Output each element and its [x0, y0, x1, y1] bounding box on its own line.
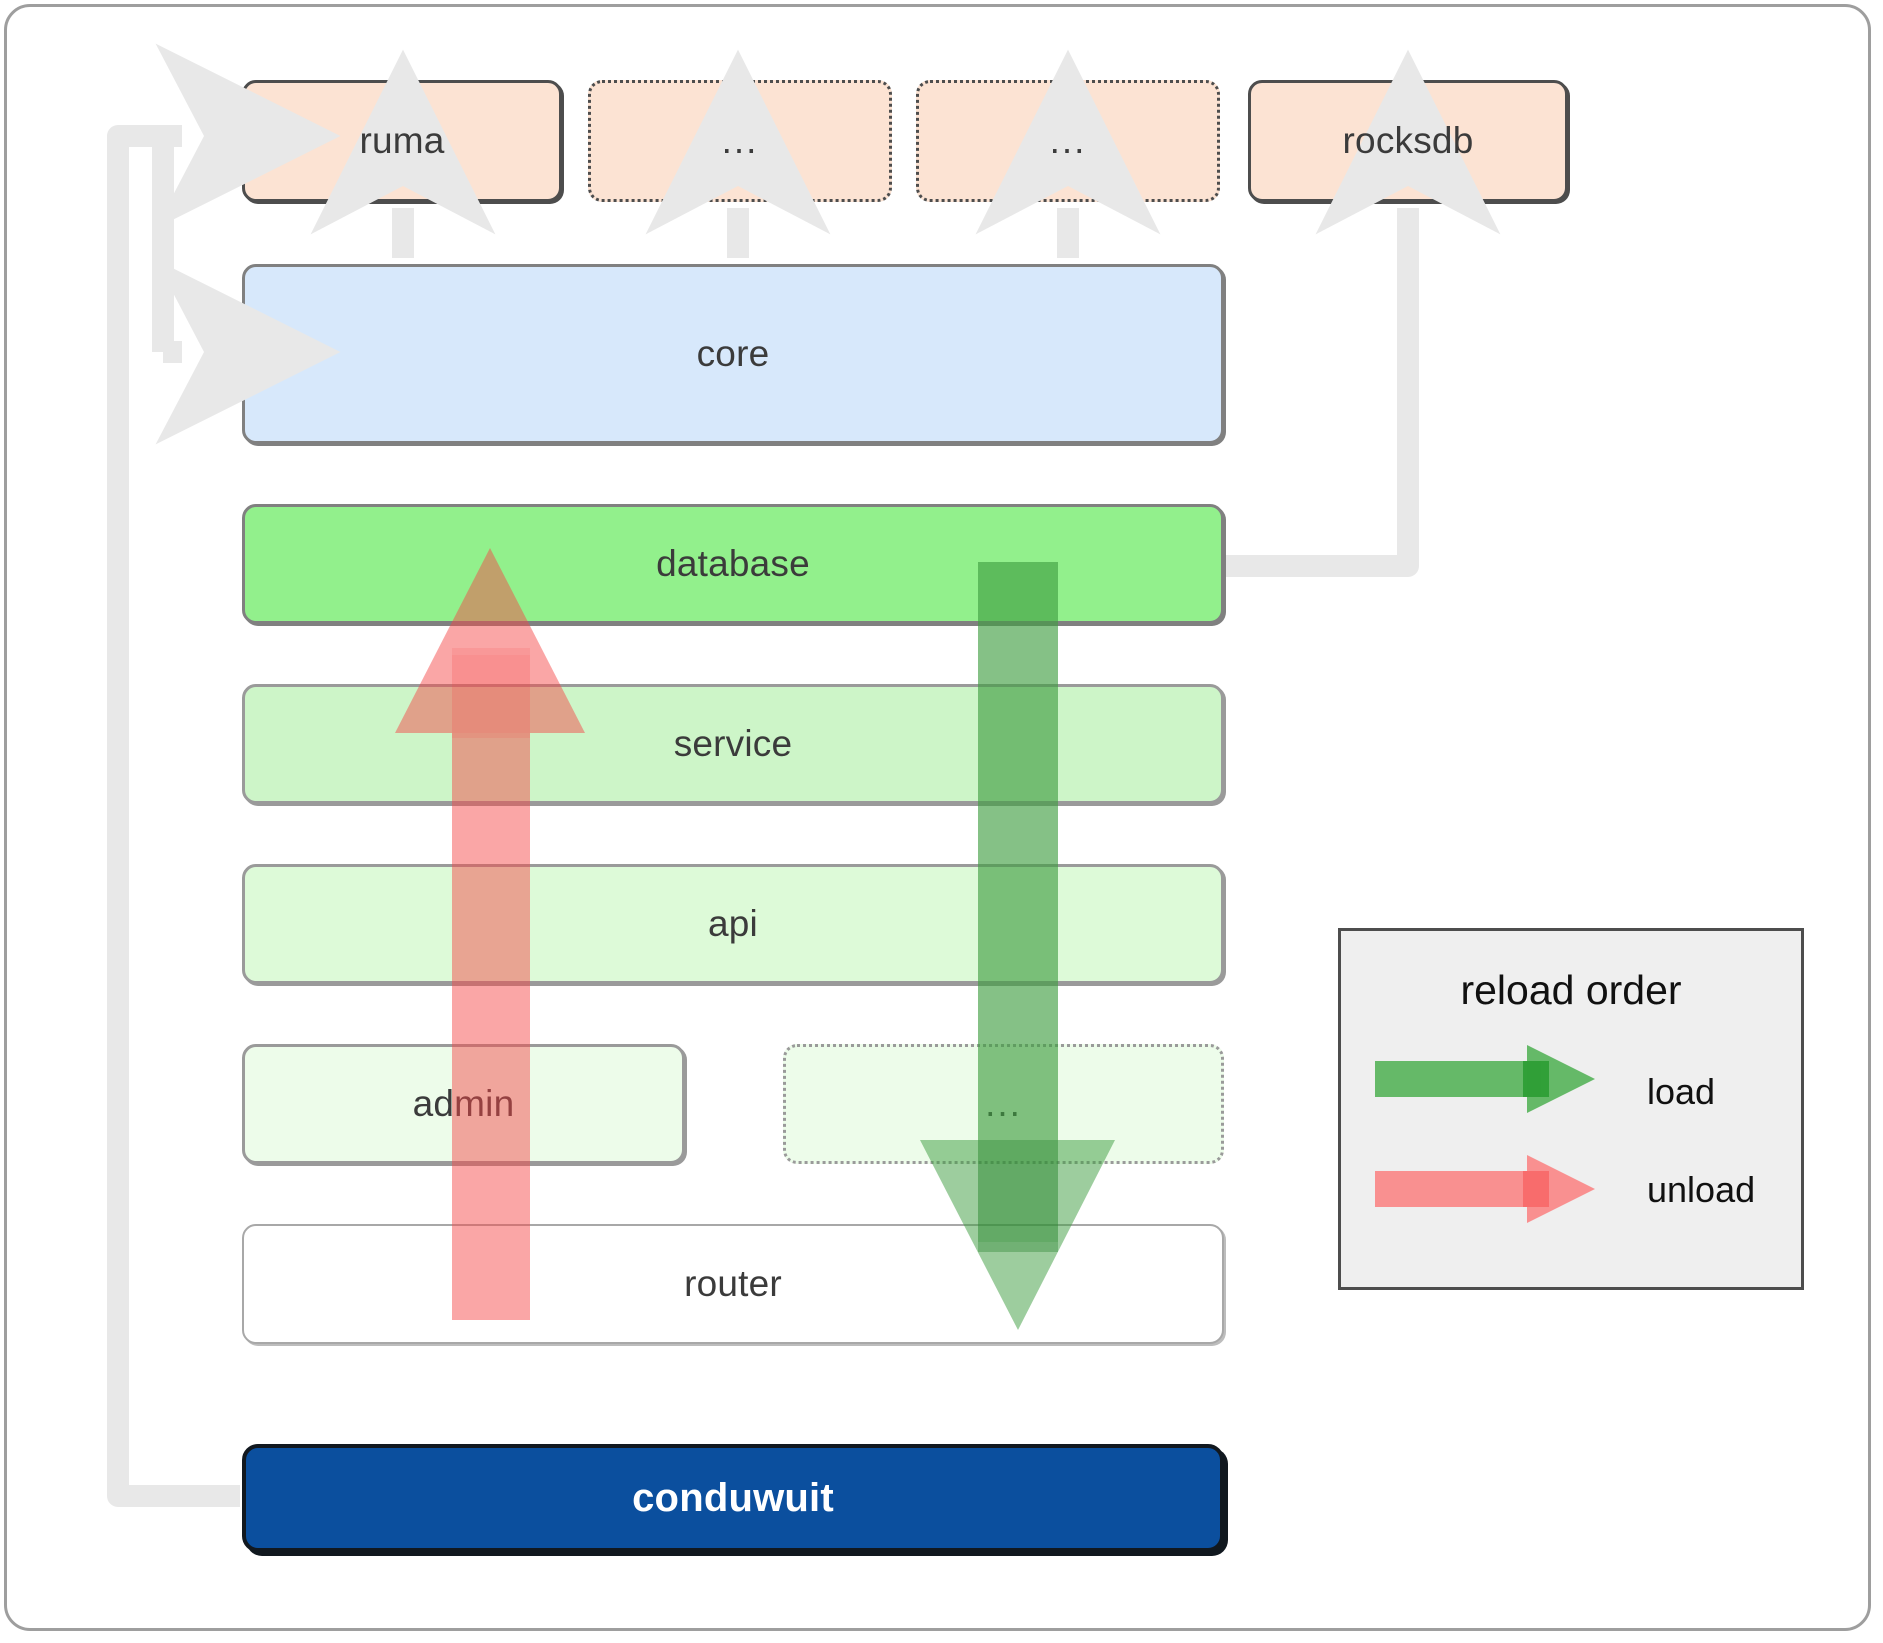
layer-node-core[interactable]: core	[242, 264, 1224, 444]
layer-label-dots: ...	[985, 1082, 1022, 1124]
dependency-node-rocksdb[interactable]: rocksdb	[1248, 80, 1568, 202]
legend-panel: reload order load unload	[1338, 928, 1804, 1290]
layer-label-admin: admin	[412, 1083, 515, 1124]
legend-arrows	[1375, 1045, 1595, 1223]
layer-node-service[interactable]: service	[242, 684, 1224, 804]
layer-node-admin[interactable]: admin	[242, 1044, 685, 1164]
layer-label-core: core	[696, 333, 770, 374]
diagram-frame	[4, 4, 1871, 1631]
layer-label-router: router	[684, 1263, 782, 1304]
dependency-label-3: ...	[1049, 119, 1087, 161]
root-node-conduwuit[interactable]: conduwuit	[242, 1444, 1224, 1552]
legend-label-load: load	[1647, 1071, 1716, 1112]
legend-unload-arrow	[1375, 1155, 1595, 1223]
dependency-node-ruma[interactable]: ruma	[242, 80, 562, 202]
layer-node-router[interactable]: router	[242, 1224, 1224, 1344]
dependency-label-ruma: ruma	[359, 120, 445, 161]
dependency-node-2[interactable]: ...	[588, 80, 892, 202]
layer-label-api: api	[708, 903, 758, 944]
layer-node-database[interactable]: database	[242, 504, 1224, 624]
root-label-conduwuit: conduwuit	[632, 1475, 834, 1520]
dependency-node-3[interactable]: ...	[916, 80, 1220, 202]
layer-label-database: database	[656, 543, 810, 584]
legend-label-unload: unload	[1647, 1169, 1756, 1210]
dependency-label-2: ...	[721, 119, 759, 161]
layer-node-dots[interactable]: ...	[783, 1044, 1224, 1164]
dependency-label-rocksdb: rocksdb	[1342, 120, 1474, 161]
layer-label-service: service	[673, 723, 793, 764]
layer-node-api[interactable]: api	[242, 864, 1224, 984]
legend-title: reload order	[1460, 967, 1682, 1013]
legend-load-arrow	[1375, 1045, 1595, 1113]
